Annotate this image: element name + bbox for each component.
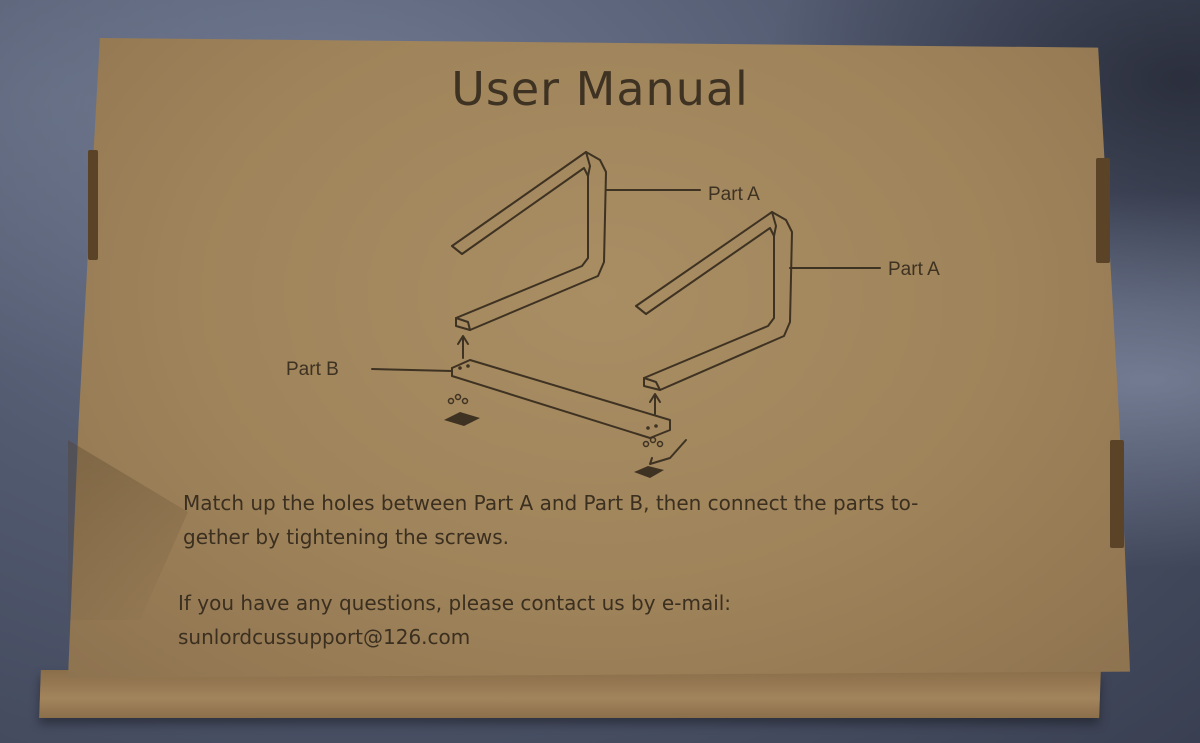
label-part-a-right: Part A	[888, 259, 940, 280]
manual-title: User Manual	[451, 62, 749, 116]
part-b-holes	[458, 364, 658, 430]
screw-pad-left	[444, 412, 480, 426]
instruction-line-1: Match up the holes between Part A and Pa…	[183, 491, 919, 515]
box-slot-right-top	[1096, 158, 1110, 263]
label-part-b: Part B	[286, 359, 339, 380]
screws-right	[642, 436, 664, 448]
screw-pad-right	[634, 466, 664, 478]
assembly-instructions: Match up the holes between Part A and Pa…	[183, 486, 983, 554]
cardboard-box	[68, 38, 1130, 678]
label-part-a-top: Part A	[708, 184, 760, 205]
contact-info: If you have any questions, please contac…	[178, 586, 878, 654]
arrow-head-right	[649, 393, 661, 403]
contact-email: sunlordcussupport@126.com	[178, 625, 471, 649]
instruction-line-2: gether by tightening the screws.	[183, 525, 509, 549]
box-slot-left	[88, 150, 98, 260]
arrow-head-left	[457, 335, 469, 345]
contact-line: If you have any questions, please contac…	[178, 591, 732, 615]
box-slot-right-bottom	[1110, 440, 1124, 548]
part-a-left-stand	[451, 151, 607, 331]
allen-key	[649, 439, 687, 465]
screws-left	[447, 393, 469, 405]
part-b-bar	[451, 359, 671, 439]
part-a-right-stand	[635, 211, 793, 391]
leader-line-part-b	[371, 368, 453, 372]
